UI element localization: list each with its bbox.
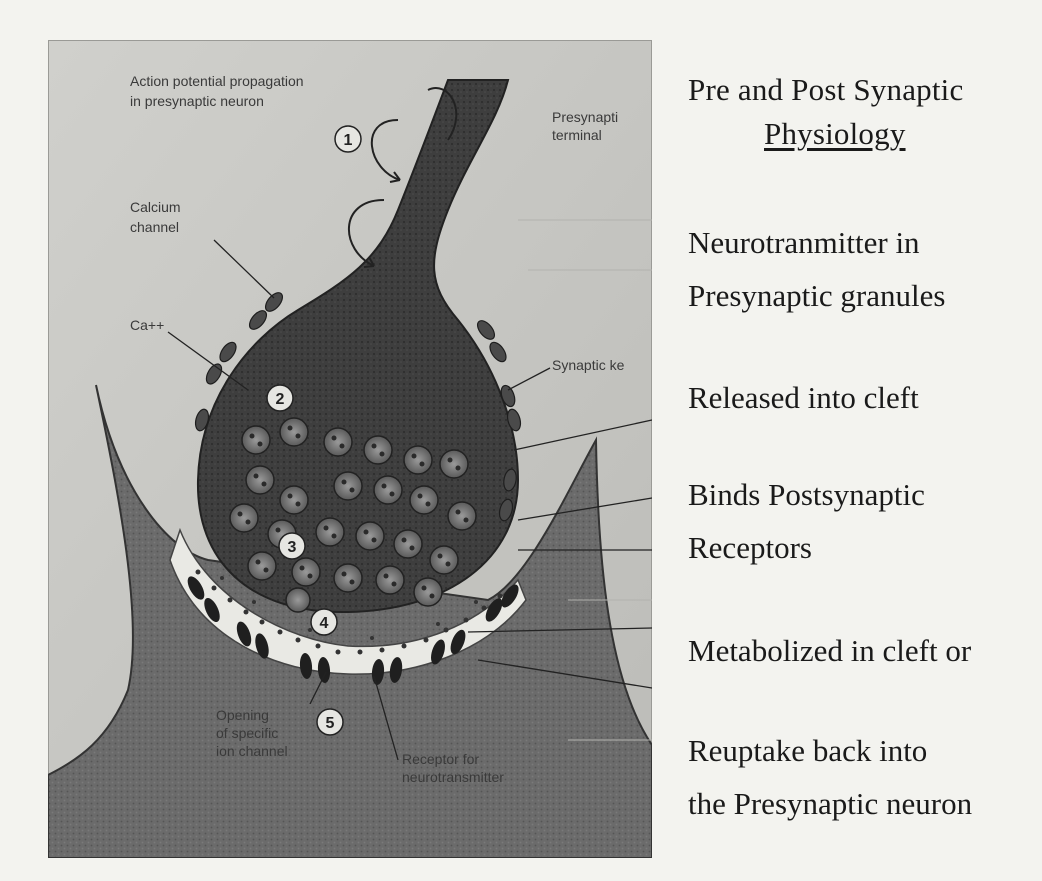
point-line: Metabolized in cleft or <box>688 624 971 677</box>
step-1-number: 1 <box>344 132 353 149</box>
point-released: Released into cleft <box>688 371 919 424</box>
point-line: Receptors <box>688 521 925 574</box>
point-neurotransmitter: Neurotranmitter in Presynaptic granules <box>688 216 945 322</box>
label-action-potential-line1: Action potential propagation <box>130 73 304 89</box>
label-opening-line1: Opening <box>216 707 269 723</box>
point-reuptake: Reuptake back into the Presynaptic neuro… <box>688 724 972 830</box>
label-opening-line2: of specific <box>216 725 278 741</box>
step-5-number: 5 <box>326 715 335 732</box>
label-calcium-channel-line1: Calcium <box>130 199 181 215</box>
slide-title-line1: Pre and Post Synaptic <box>688 68 1038 112</box>
label-receptor-line1: Receptor for <box>402 751 479 767</box>
label-calcium-ion: Ca++ <box>130 317 164 333</box>
label-opening-line3: ion channel <box>216 743 288 759</box>
step-2-number: 2 <box>276 391 285 408</box>
label-action-potential-line2: in presynaptic neuron <box>130 93 264 109</box>
point-line: the Presynaptic neuron <box>688 777 972 830</box>
point-line: Presynaptic granules <box>688 269 945 322</box>
synapse-diagram: 1 2 3 4 5 Action potential propagation i… <box>48 40 652 858</box>
text-panel: Pre and Post Synaptic Physiology Neurotr… <box>688 68 1038 156</box>
point-line: Reuptake back into <box>688 724 972 777</box>
point-line: Binds Postsynaptic <box>688 468 925 521</box>
point-binds: Binds Postsynaptic Receptors <box>688 468 925 574</box>
label-presynaptic-terminal-line2: terminal <box>552 127 602 143</box>
label-presynaptic-terminal-line1: Presynapti <box>552 109 618 125</box>
step-3-number: 3 <box>288 539 297 556</box>
label-calcium-channel-line2: channel <box>130 219 179 235</box>
step-4-number: 4 <box>320 615 329 632</box>
slide-title-line2: Physiology <box>688 112 1038 156</box>
point-metabolized: Metabolized in cleft or <box>688 624 971 677</box>
point-line: Neurotranmitter in <box>688 216 945 269</box>
point-line: Released into cleft <box>688 371 919 424</box>
label-synaptic: Synaptic ke <box>552 357 625 373</box>
label-receptor-line2: neurotransmitter <box>402 769 504 785</box>
